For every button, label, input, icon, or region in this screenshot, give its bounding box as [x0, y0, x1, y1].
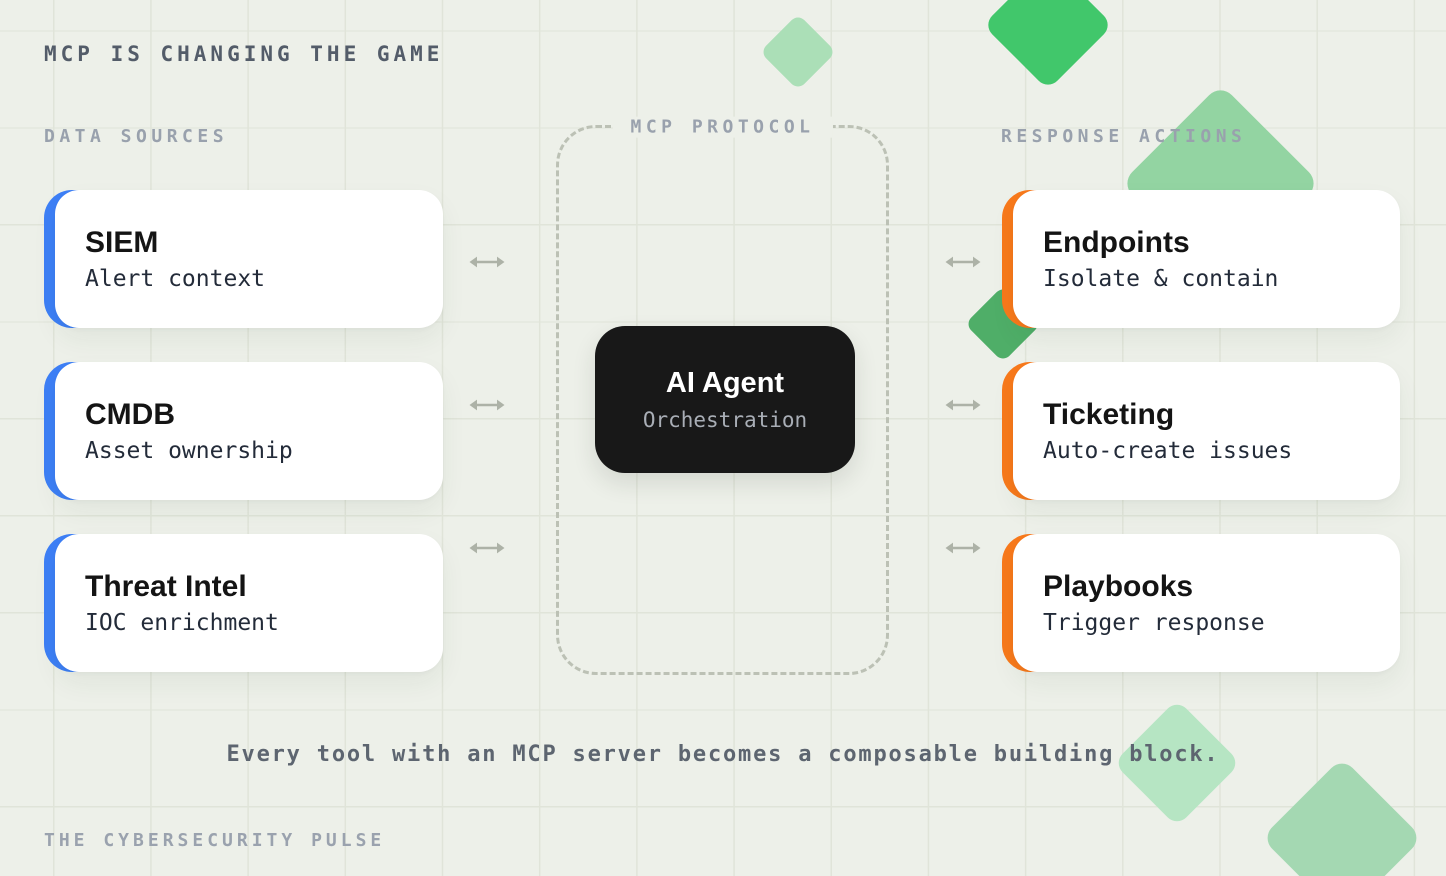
diamond-shape-top-dark — [982, 0, 1114, 91]
threat-intel-title: Threat Intel — [85, 569, 247, 603]
brand-footer: THE CYBERSECURITY PULSE — [44, 830, 386, 851]
siem-subtitle: Alert context — [85, 265, 266, 292]
playbooks-title: Playbooks — [1043, 569, 1194, 603]
card-siem: SIEM Alert context — [44, 190, 443, 328]
data-sources-heading: DATA SOURCES — [44, 126, 229, 147]
siem-title: SIEM — [85, 225, 159, 259]
bidirectional-arrow-icon — [469, 542, 505, 554]
endpoints-title: Endpoints — [1043, 225, 1190, 259]
tagline-text: Every tool with an MCP server becomes a … — [226, 742, 1220, 767]
ai-agent-subtitle: Orchestration — [642, 407, 808, 432]
ai-agent-node: AI Agent Orchestration — [595, 326, 855, 473]
diamond-shape-top-small — [759, 13, 837, 91]
diamond-shape-bottom-right — [1261, 757, 1423, 876]
mcp-protocol-boundary: MCP PROTOCOL — [556, 116, 889, 675]
card-endpoints: Endpoints Isolate & contain — [1002, 190, 1400, 328]
cmdb-subtitle: Asset ownership — [85, 437, 293, 464]
bidirectional-arrow-icon — [469, 399, 505, 411]
endpoints-subtitle: Isolate & contain — [1043, 265, 1279, 292]
card-ticketing: Ticketing Auto-create issues — [1002, 362, 1400, 500]
playbooks-subtitle: Trigger response — [1043, 609, 1265, 636]
mcp-protocol-label: MCP PROTOCOL — [612, 116, 833, 138]
card-playbooks: Playbooks Trigger response — [1002, 534, 1400, 672]
ticketing-subtitle: Auto-create issues — [1043, 437, 1293, 464]
ticketing-title: Ticketing — [1043, 397, 1175, 431]
page-title: MCP IS CHANGING THE GAME — [44, 42, 444, 66]
card-cmdb: CMDB Asset ownership — [44, 362, 443, 500]
response-actions-heading: RESPONSE ACTIONS — [1001, 126, 1247, 147]
bidirectional-arrow-icon — [469, 256, 505, 268]
bidirectional-arrow-icon — [945, 399, 981, 411]
bidirectional-arrow-icon — [945, 542, 981, 554]
cmdb-title: CMDB — [85, 397, 175, 431]
card-threat-intel: Threat Intel IOC enrichment — [44, 534, 443, 672]
ai-agent-title: AI Agent — [665, 366, 785, 399]
bidirectional-arrow-icon — [945, 256, 981, 268]
threat-intel-subtitle: IOC enrichment — [85, 609, 279, 636]
